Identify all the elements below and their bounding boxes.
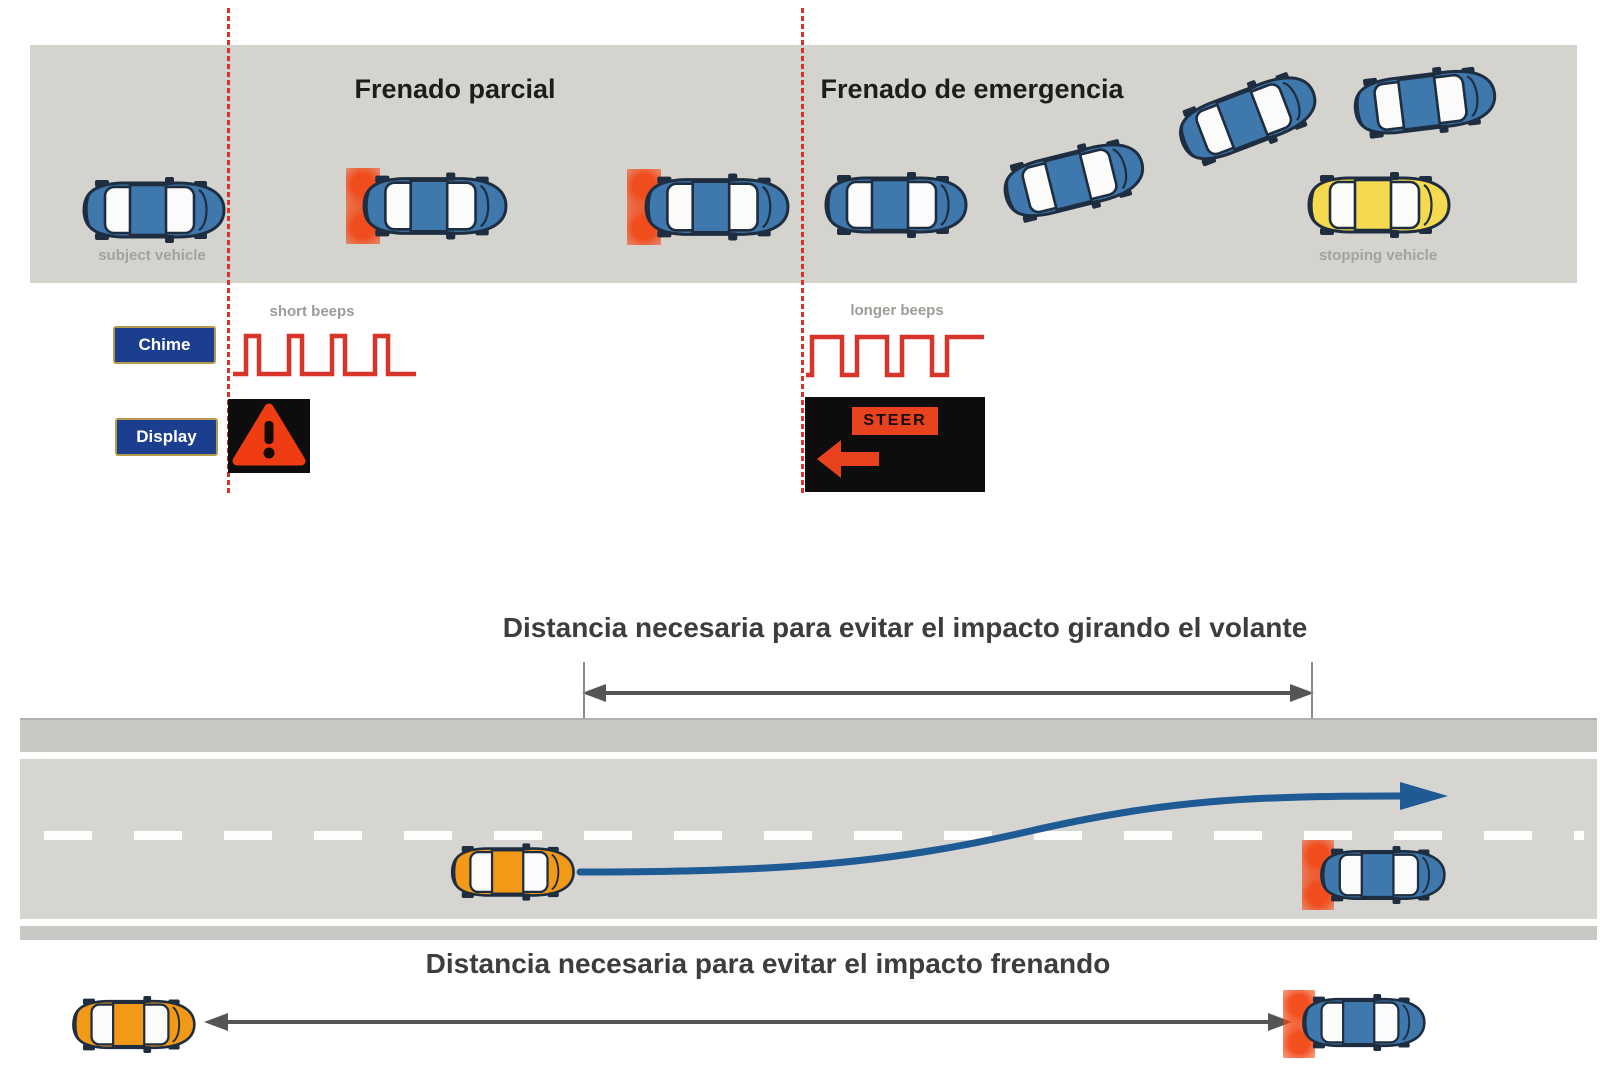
steering-distance-title: Distancia necesaria para evitar el impac… <box>502 612 1308 643</box>
subject-vehicle-car-icon <box>82 175 226 245</box>
emergency-braking-car-icon <box>824 170 968 240</box>
road-center-dashed-line <box>44 831 1584 840</box>
road <box>20 718 1597 940</box>
braking-distance-arrow-icon <box>204 1013 1292 1031</box>
chime-badge: Chime <box>113 326 216 364</box>
emergency-braking-threshold-line <box>801 8 804 494</box>
stopping-vehicle-label: stopping vehicle <box>1318 247 1438 264</box>
road-shoulder-bottom <box>20 926 1597 940</box>
road-edge-line-top <box>20 752 1597 759</box>
following-car-icon <box>450 842 575 902</box>
steer-left-arrow-icon <box>817 440 879 478</box>
braking-lead-car-icon <box>1320 844 1446 906</box>
braking-lead-car-icon-bottom <box>1302 992 1426 1053</box>
evasive-path-arrow-icon <box>576 782 1448 876</box>
short-beeps-waveform-icon <box>233 333 416 377</box>
partial-braking-zone-title: Frenado parcial <box>354 74 556 104</box>
braking-distance-title: Distancia necesaria para evitar el impac… <box>425 948 1111 979</box>
partial-braking-car-icon-2 <box>644 172 790 242</box>
short-beeps-label: short beeps <box>269 303 355 320</box>
following-car-icon-bottom <box>72 994 196 1055</box>
steering-distance-arrow-icon <box>582 684 1314 702</box>
longer-beeps-label: longer beeps <box>850 302 944 319</box>
partial-braking-threshold-line <box>227 8 230 494</box>
warning-triangle-icon <box>228 399 310 473</box>
road-edge-line-bottom <box>20 919 1597 926</box>
partial-braking-car-icon <box>362 171 508 241</box>
display-badge: Display <box>115 418 218 456</box>
steer-label: STEER <box>852 407 938 435</box>
steer-display: STEER <box>805 397 985 492</box>
emergency-braking-zone-title: Frenado de emergencia <box>820 74 1124 104</box>
road-shoulder-top <box>20 720 1597 752</box>
longer-beeps-waveform-icon <box>806 334 984 378</box>
subject-vehicle-label: subject vehicle <box>98 247 206 264</box>
stopping-vehicle-car-icon <box>1307 170 1451 240</box>
